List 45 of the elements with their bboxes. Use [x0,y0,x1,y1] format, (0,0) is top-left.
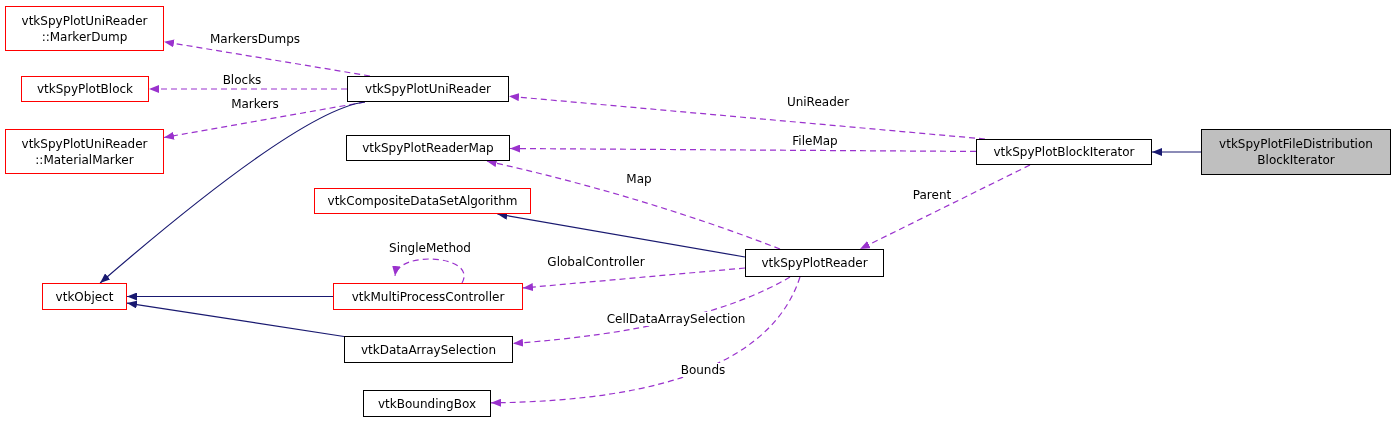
class-box [5,129,164,174]
class-name: vtkBoundingBox [378,395,476,412]
class-name: vtkSpyPlotBlock [36,81,134,97]
class-box [347,76,509,102]
dashed-arrow [394,258,465,284]
arrow [126,292,334,301]
arrow [126,300,345,338]
dashed-arrow [859,164,1031,250]
class-box [21,76,149,102]
class-name: vtkSpyPlotUniReader ::MaterialMarker [20,135,149,168]
class-box [344,336,513,363]
class-box [976,139,1152,165]
class-name: vtkCompositeDataSetAlgorithm [327,193,518,209]
edge-label: Parent [910,188,954,202]
class-name: vtkSpyPlotReaderMap [362,140,494,156]
class-box [1201,129,1391,175]
dashed-arrow [522,267,746,292]
edge-label: GlobalController [545,255,647,269]
class-box [745,249,884,277]
arrow [1151,148,1202,156]
edge-label: Blocks [220,73,264,87]
dashed-arrow [486,159,781,250]
dashed-arrow [148,85,348,93]
edge-label: Markers [229,97,281,111]
edge-label: Map [624,172,654,186]
class-name: vtkSpyPlotUniReader [365,81,491,97]
class-name: vtkSpyPlotBlockIterator [993,144,1135,160]
class-name: vtkSpyPlotUniReader ::MarkerDump [20,12,149,45]
edge-label: CellDataArraySelection [604,312,748,326]
edge-label: Bounds [678,363,728,377]
class-box [314,188,531,214]
dashed-arrow [509,144,977,153]
class-box [346,135,510,161]
edge-label: SingleMethod [387,241,473,255]
class-name: vtkMultiProcessController [351,288,505,305]
class-box [5,6,164,51]
class-name: vtkObject [55,288,114,305]
dashed-arrow [490,276,801,407]
edge-label: FileMap [790,134,840,148]
class-name: vtkSpyPlotFileDistribution BlockIterator [1218,136,1374,168]
class-name: vtkSpyPlotReader [761,255,868,271]
class-name: vtkDataArraySelection [361,341,496,358]
class-box [42,283,127,310]
class-box [333,283,523,310]
class-box [363,390,491,417]
